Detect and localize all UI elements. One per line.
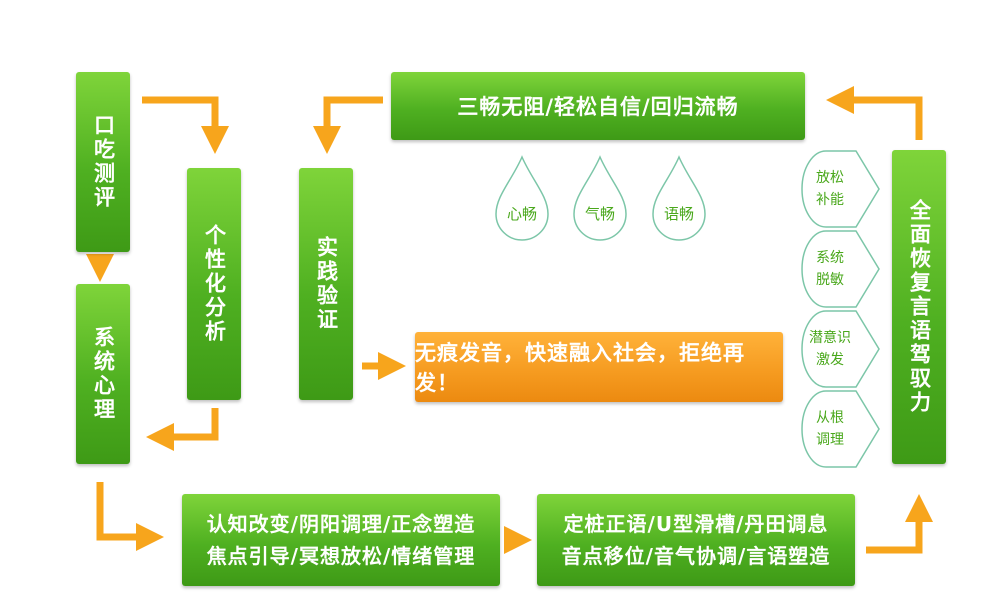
- restore-box: 全面恢复言语驾驭力: [892, 150, 946, 464]
- shield-label-3: 潜意识 激发: [800, 327, 860, 371]
- assessment-box: 口吃测评: [76, 72, 130, 252]
- arrow-analysis-to-psychology: [146, 408, 219, 451]
- shield-1-line2: 补能: [816, 192, 844, 208]
- assessment-label: 口吃测评: [91, 114, 116, 210]
- bottom-left-box: 认知改变/阴阳调理/正念塑造 焦点引导/冥想放松/情绪管理: [182, 494, 500, 586]
- shield-4-line1: 从根: [816, 410, 844, 426]
- shield-4-line2: 调理: [816, 432, 844, 448]
- practice-box: 实践验证: [299, 168, 353, 400]
- drop-outline-2: [573, 155, 627, 241]
- shield-label-2: 系统 脱敏: [800, 247, 860, 291]
- arrow-restore-to-top: [826, 86, 923, 140]
- bottom-right-line2: 音点移位/音气协调/言语塑造: [561, 544, 831, 568]
- drop-outline-3: [652, 155, 706, 241]
- shield-3-line1: 潜意识: [809, 330, 851, 346]
- arrow-assessment-to-analysis: [142, 96, 229, 154]
- top-box: 三畅无阻/轻松自信/回归流畅: [391, 72, 805, 140]
- shield-1-line1: 放松: [816, 170, 844, 186]
- drop-outline-1: [495, 155, 549, 241]
- analysis-box: 个性化分析: [187, 168, 241, 400]
- shield-2-line2: 脱敏: [816, 272, 844, 288]
- arrow-bottom-to-restore: [866, 494, 933, 554]
- drop-label-1: 心畅: [506, 205, 537, 223]
- bottom-left-line2: 焦点引导/冥想放松/情绪管理: [206, 544, 476, 568]
- arrow-top-to-practice: [313, 96, 383, 154]
- psychology-label: 系统心理: [91, 326, 116, 422]
- drop-label-3: 语畅: [663, 205, 694, 223]
- bottom-right-line1: 定桩正语/U型滑槽/丹田调息: [563, 512, 829, 536]
- center-box: 无痕发音，快速融入社会，拒绝再发！: [415, 332, 783, 402]
- arrow-psychology-to-bottom: [96, 482, 164, 551]
- shield-outline-2: [801, 230, 880, 308]
- shield-outline-4: [801, 390, 880, 468]
- center-label: 无痕发音，快速融入社会，拒绝再发！: [415, 341, 745, 395]
- analysis-label: 个性化分析: [202, 224, 227, 344]
- bottom-right-box: 定桩正语/U型滑槽/丹田调息 音点移位/音气协调/言语塑造: [537, 494, 855, 586]
- shield-3-line2: 激发: [816, 352, 844, 368]
- shield-2-line1: 系统: [816, 250, 844, 266]
- shield-outline-3: [801, 310, 880, 388]
- practice-label: 实践验证: [314, 236, 339, 332]
- top-label: 三畅无阻/轻松自信/回归流畅: [457, 95, 739, 119]
- drop-label-2: 气畅: [584, 205, 615, 223]
- bottom-left-line1: 认知改变/阴阳调理/正念塑造: [206, 512, 476, 536]
- shield-label-4: 从根 调理: [800, 407, 860, 451]
- psychology-box: 系统心理: [76, 284, 130, 464]
- shield-outline-1: [801, 150, 880, 228]
- restore-label: 全面恢复言语驾驭力: [907, 199, 932, 415]
- shield-label-1: 放松 补能: [800, 167, 860, 211]
